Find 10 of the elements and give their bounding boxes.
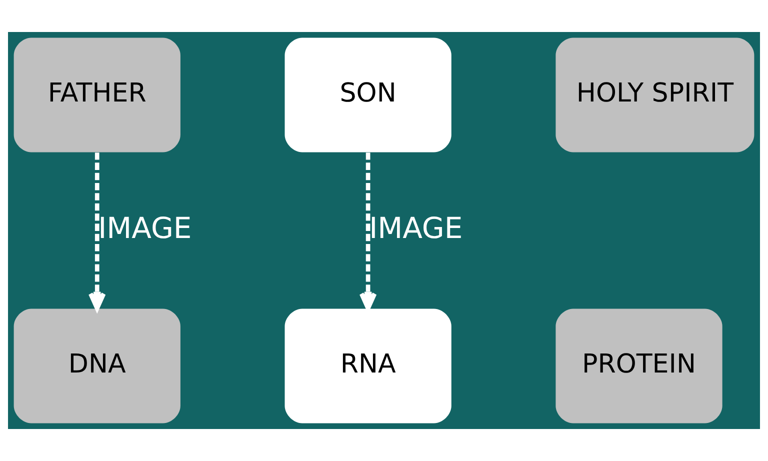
node-box: FATHER	[14, 38, 180, 152]
node-box: RNA	[284, 308, 452, 424]
arrow	[359, 152, 377, 311]
arrow	[88, 152, 106, 311]
node-box: DNA	[14, 308, 180, 424]
node-box: HOLY SPIRIT	[556, 38, 754, 152]
edge-label: IMAGE	[369, 210, 463, 245]
edge-label: IMAGE	[98, 210, 192, 245]
node-box: SON	[284, 38, 452, 152]
node-box: PROTEIN	[556, 308, 722, 424]
